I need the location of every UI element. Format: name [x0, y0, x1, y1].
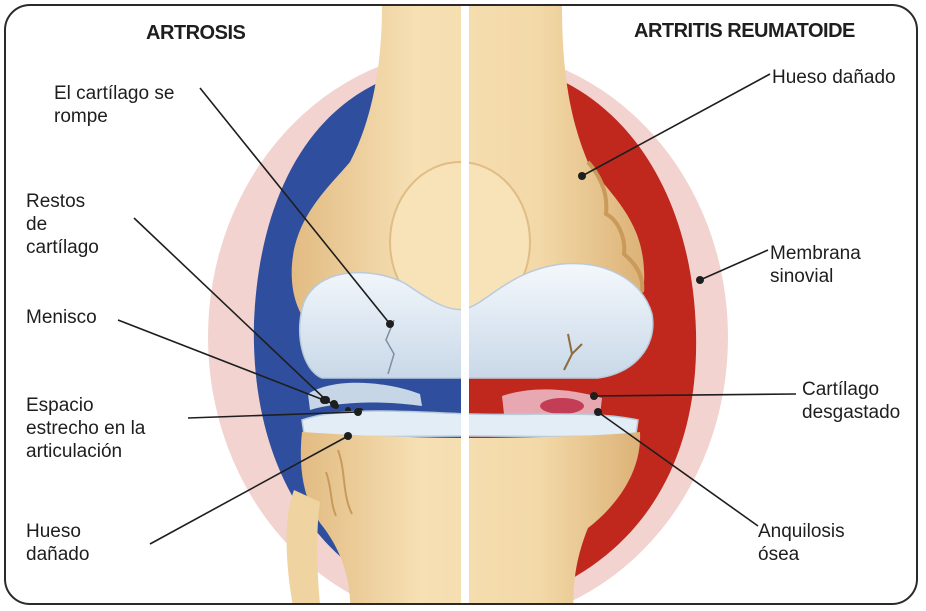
label-narrow-space: Espacio estrecho en la articulación: [26, 394, 145, 463]
label-worn-cartilage: Cartílago desgastado: [802, 378, 900, 424]
title-artrosis: ARTROSIS: [146, 22, 245, 45]
diagram-frame: ARTROSIS ARTRITIS REUMATOIDE El cartílag…: [4, 4, 918, 605]
label-damaged-bone-right: Hueso dañado: [772, 66, 896, 89]
tibial-cartilage: [302, 411, 638, 437]
label-cartilage-remains: Restos de cartílago: [26, 190, 99, 259]
label-meniscus: Menisco: [26, 306, 97, 329]
label-bone-ankylosis: Anquilosis ósea: [758, 520, 845, 566]
fibula-bone: [287, 490, 322, 605]
label-synovial-membrane: Membrana sinovial: [770, 242, 861, 288]
inflamed-spot: [540, 398, 584, 414]
label-cartilage-breaks: El cartílago se rompe: [54, 82, 174, 128]
title-artritis-reumatoide: ARTRITIS REUMATOIDE: [634, 20, 855, 43]
center-divider: [461, 6, 469, 605]
label-damaged-bone-left: Hueso dañado: [26, 520, 89, 566]
